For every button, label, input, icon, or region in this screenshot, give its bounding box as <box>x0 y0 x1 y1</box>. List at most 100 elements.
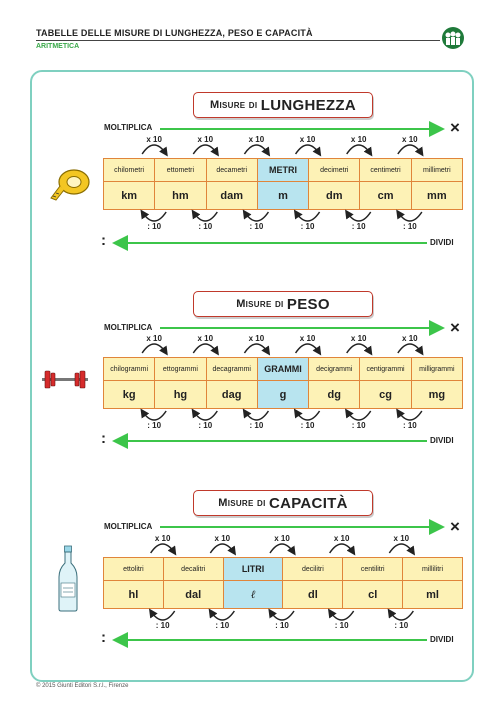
divide-step-arrow <box>293 408 321 421</box>
unit-symbol: ℓ <box>250 588 256 601</box>
multiply-step-label: x 10 <box>402 135 418 144</box>
divide-step-arrow <box>191 209 218 222</box>
multiply-step-label: x 10 <box>214 534 231 543</box>
multiply-step-arrow <box>397 343 424 356</box>
multiply-step-arrow <box>192 343 219 356</box>
subject-label: ARITMETICA <box>36 43 80 50</box>
divide-step-arrow <box>396 209 423 222</box>
multiply-step-arrow <box>150 543 177 556</box>
title-main: LUNGHEZZA <box>260 96 356 114</box>
unit-name: GRAMMI <box>257 358 309 381</box>
page-title: TABELLE DELLE MISURE DI LUNGHEZZA, PESO … <box>36 28 313 38</box>
unit-name: decagrammi <box>206 358 257 381</box>
title-prefix: Misure di <box>236 298 284 310</box>
divide-step-label: : 10 <box>215 621 230 630</box>
unit-name: LITRI <box>223 558 283 581</box>
multiply-step-arrow <box>294 343 322 356</box>
multiply-step-arrow <box>243 144 271 157</box>
barbell-icon <box>42 370 88 389</box>
multiply-step-label: x 10 <box>299 334 316 343</box>
divide-step-arrow <box>242 408 270 421</box>
copyright-footer: © 2015 Giunti Editori S.r.l., Firenze <box>36 683 129 689</box>
multiply-step-label: x 10 <box>154 534 171 543</box>
title-main: CAPACITÀ <box>268 494 348 512</box>
divide-step-label: : 10 <box>249 222 264 231</box>
unit-name: millimetri <box>411 159 462 182</box>
unit-name: METRI <box>257 159 309 182</box>
unit-symbol: mm <box>427 189 447 202</box>
divide-step-label: : 10 <box>155 621 170 630</box>
publisher-logo-icon <box>442 27 464 49</box>
unit-cell-capacita-3: decilitri dl <box>283 558 344 608</box>
divide-step-label: : 10 <box>334 621 349 630</box>
divide-step-label: : 10 <box>198 421 213 430</box>
unit-name: centimetri <box>360 159 411 182</box>
unit-name: chilometri <box>104 159 155 182</box>
divide-step-arrow <box>149 608 176 621</box>
multiply-step-arrow <box>141 343 168 356</box>
divide-step-label: : 10 <box>351 421 366 430</box>
divide-step-label: : 10 <box>275 621 289 630</box>
unit-symbol: m <box>278 189 288 202</box>
divide-step-arrow <box>293 209 321 222</box>
times-sign: × <box>450 318 460 337</box>
unit-name: ettometri <box>155 159 206 182</box>
unit-name: centigrammi <box>360 358 411 381</box>
unit-name: ettolitri <box>104 558 163 581</box>
unit-cell-lunghezza-6: millimetri mm <box>411 159 462 209</box>
divide-step-label: : 10 <box>300 421 315 430</box>
section-title: Misure di CAPACITÀ <box>193 490 373 516</box>
times-sign: × <box>450 118 460 137</box>
dividi-label: DIVIDI <box>430 238 454 247</box>
unit-cell-lunghezza-4: decimetri dm <box>309 159 361 209</box>
unit-name: decimetri <box>309 159 360 182</box>
divide-sign: : <box>101 629 106 646</box>
divide-sign: : <box>101 430 106 447</box>
divide-step-arrow <box>396 408 423 421</box>
unit-symbol: dag <box>221 388 242 401</box>
divide-step-label: : 10 <box>147 421 162 430</box>
divide-step-label: : 10 <box>249 421 264 430</box>
unit-symbol: mg <box>428 388 446 401</box>
section-title: Misure di LUNGHEZZA <box>193 92 373 118</box>
unit-symbol: hl <box>128 588 139 601</box>
unit-cell-capacita-0: ettolitri hl <box>104 558 164 608</box>
dividi-label: DIVIDI <box>430 436 454 445</box>
unit-cell-peso-2: decagrammi dag <box>206 358 258 408</box>
unit-cell-peso-5: centigrammi cg <box>360 358 412 408</box>
unit-symbol: dam <box>220 189 244 202</box>
unit-cell-capacita-2: LITRI ℓ <box>223 558 284 608</box>
unit-symbol: dl <box>308 588 318 601</box>
multiply-step-arrow <box>269 543 296 556</box>
unit-name: decalitri <box>163 558 223 581</box>
unit-name: decilitri <box>283 558 343 581</box>
divide-step-arrow <box>208 608 235 621</box>
multiply-step-label: x 10 <box>248 334 265 343</box>
multiply-step-label: x 10 <box>146 334 162 343</box>
unit-symbol: dm <box>326 189 343 202</box>
divide-step-label: : 10 <box>300 222 315 231</box>
content-frame <box>30 70 474 682</box>
unit-symbol: cg <box>379 388 392 401</box>
unit-name: chilogrammi <box>104 358 155 381</box>
unit-name: milligrammi <box>411 358 462 381</box>
multiply-step-arrow <box>141 144 168 157</box>
divide-step-label: : 10 <box>402 222 417 231</box>
title-prefix: Misure di <box>210 99 258 111</box>
multiply-step-label: x 10 <box>393 534 410 543</box>
unit-symbol: hg <box>173 388 188 401</box>
multiply-step-label: x 10 <box>299 135 316 144</box>
multiply-step-label: x 10 <box>333 534 350 543</box>
unit-symbol: dg <box>327 388 341 401</box>
